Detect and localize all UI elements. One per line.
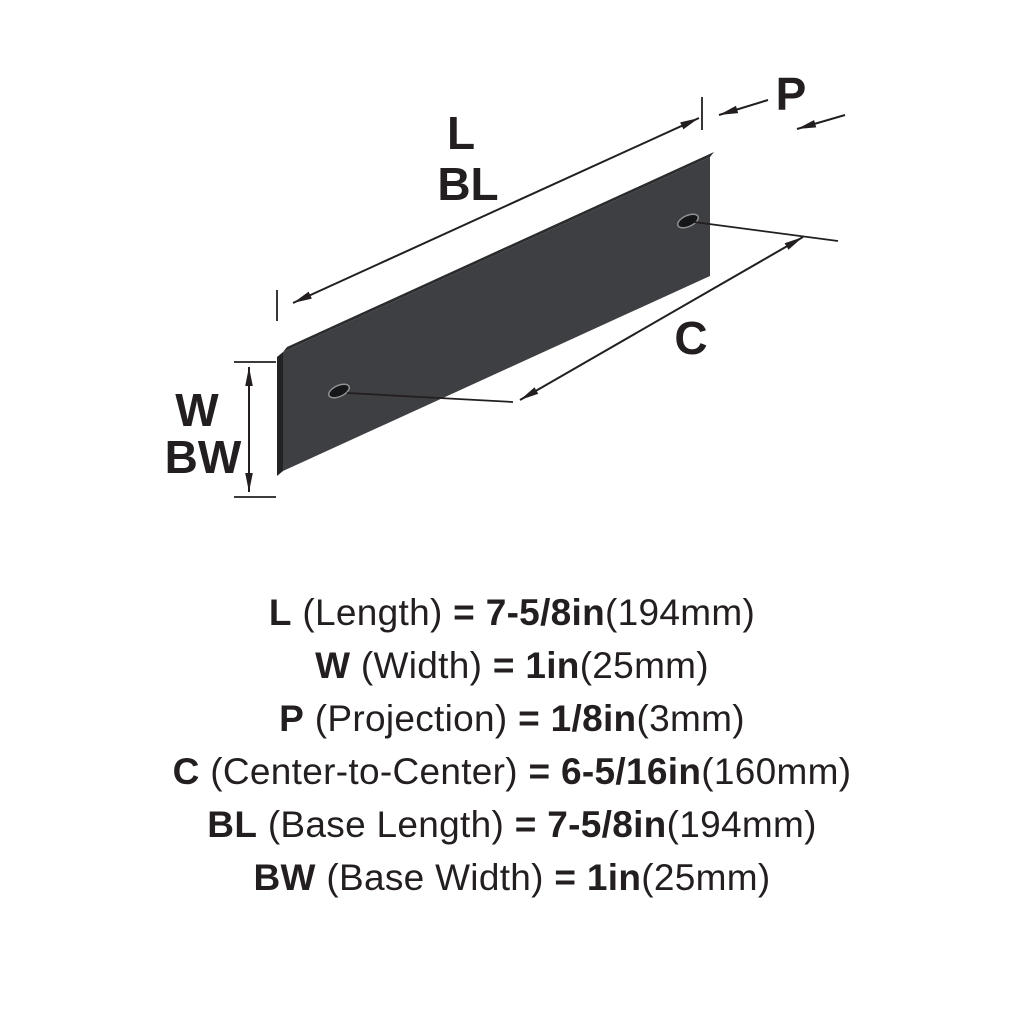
projection-arrow-inner [718, 99, 769, 116]
spec-desc: (Width) [360, 645, 483, 686]
spec-value-metric: (194mm) [605, 592, 756, 633]
projection-label: P [776, 68, 807, 120]
spec-value-imperial: 7-5/8in [485, 592, 606, 633]
length-dimension-line [292, 117, 700, 304]
spec-row-base-width: BW (Base Width) = 1in(25mm) [0, 851, 1024, 904]
spec-equals: = [514, 804, 537, 845]
spec-desc: (Projection) [314, 698, 508, 739]
base-width-label: BW [165, 431, 242, 483]
spec-code: BW [253, 857, 316, 898]
spec-code: L [268, 592, 292, 633]
spec-row-base-length: BL (Base Length) = 7-5/8in(194mm) [0, 798, 1024, 851]
spec-desc: (Base Width) [326, 857, 544, 898]
spec-equals: = [528, 751, 551, 792]
center-dimension-line [519, 236, 804, 401]
screw-hole-left-rim [327, 383, 351, 399]
width-label: W [175, 384, 219, 436]
spec-desc: (Center-to-Center) [210, 751, 518, 792]
spec-value-metric: (3mm) [636, 698, 745, 739]
spec-value-imperial: 7-5/8in [547, 804, 667, 845]
spec-equals: = [518, 698, 541, 739]
spec-code: P [279, 698, 305, 739]
spec-value-metric: (25mm) [641, 857, 771, 898]
spec-row-center-to-center: C (Center-to-Center) = 6-5/16in(160mm) [0, 745, 1024, 798]
projection-arrow-outer [796, 114, 846, 130]
spec-code: W [315, 645, 351, 686]
spec-value-imperial: 1in [586, 857, 642, 898]
spec-equals: = [554, 857, 577, 898]
center-extension-left [346, 392, 514, 403]
spec-row-width: W (Width) = 1in(25mm) [0, 639, 1024, 692]
spec-value-imperial: 1in [525, 645, 580, 686]
base-length-label: BL [437, 158, 498, 210]
length-label: L [447, 107, 475, 159]
spec-value-imperial: 1/8in [550, 698, 637, 739]
center-extension-right [693, 221, 839, 242]
spec-value-imperial: 6-5/16in [561, 751, 702, 792]
center-to-center-label: C [674, 312, 707, 364]
spec-equals: = [492, 645, 515, 686]
spec-value-metric: (25mm) [579, 645, 709, 686]
spec-desc: (Base Length) [267, 804, 505, 845]
spec-value-metric: (160mm) [701, 751, 852, 792]
spec-code: C [172, 751, 200, 792]
spec-row-projection: P (Projection) = 1/8in(3mm) [0, 692, 1024, 745]
spec-code: BL [207, 804, 258, 845]
spec-value-metric: (194mm) [666, 804, 817, 845]
spec-equals: = [453, 592, 476, 633]
bar-left-end-face [277, 352, 283, 476]
spec-row-length: L (Length) = 7-5/8in(194mm) [0, 586, 1024, 639]
spec-desc: (Length) [302, 592, 443, 633]
spec-list: L (Length) = 7-5/8in(194mm) W (Width) = … [0, 586, 1024, 904]
